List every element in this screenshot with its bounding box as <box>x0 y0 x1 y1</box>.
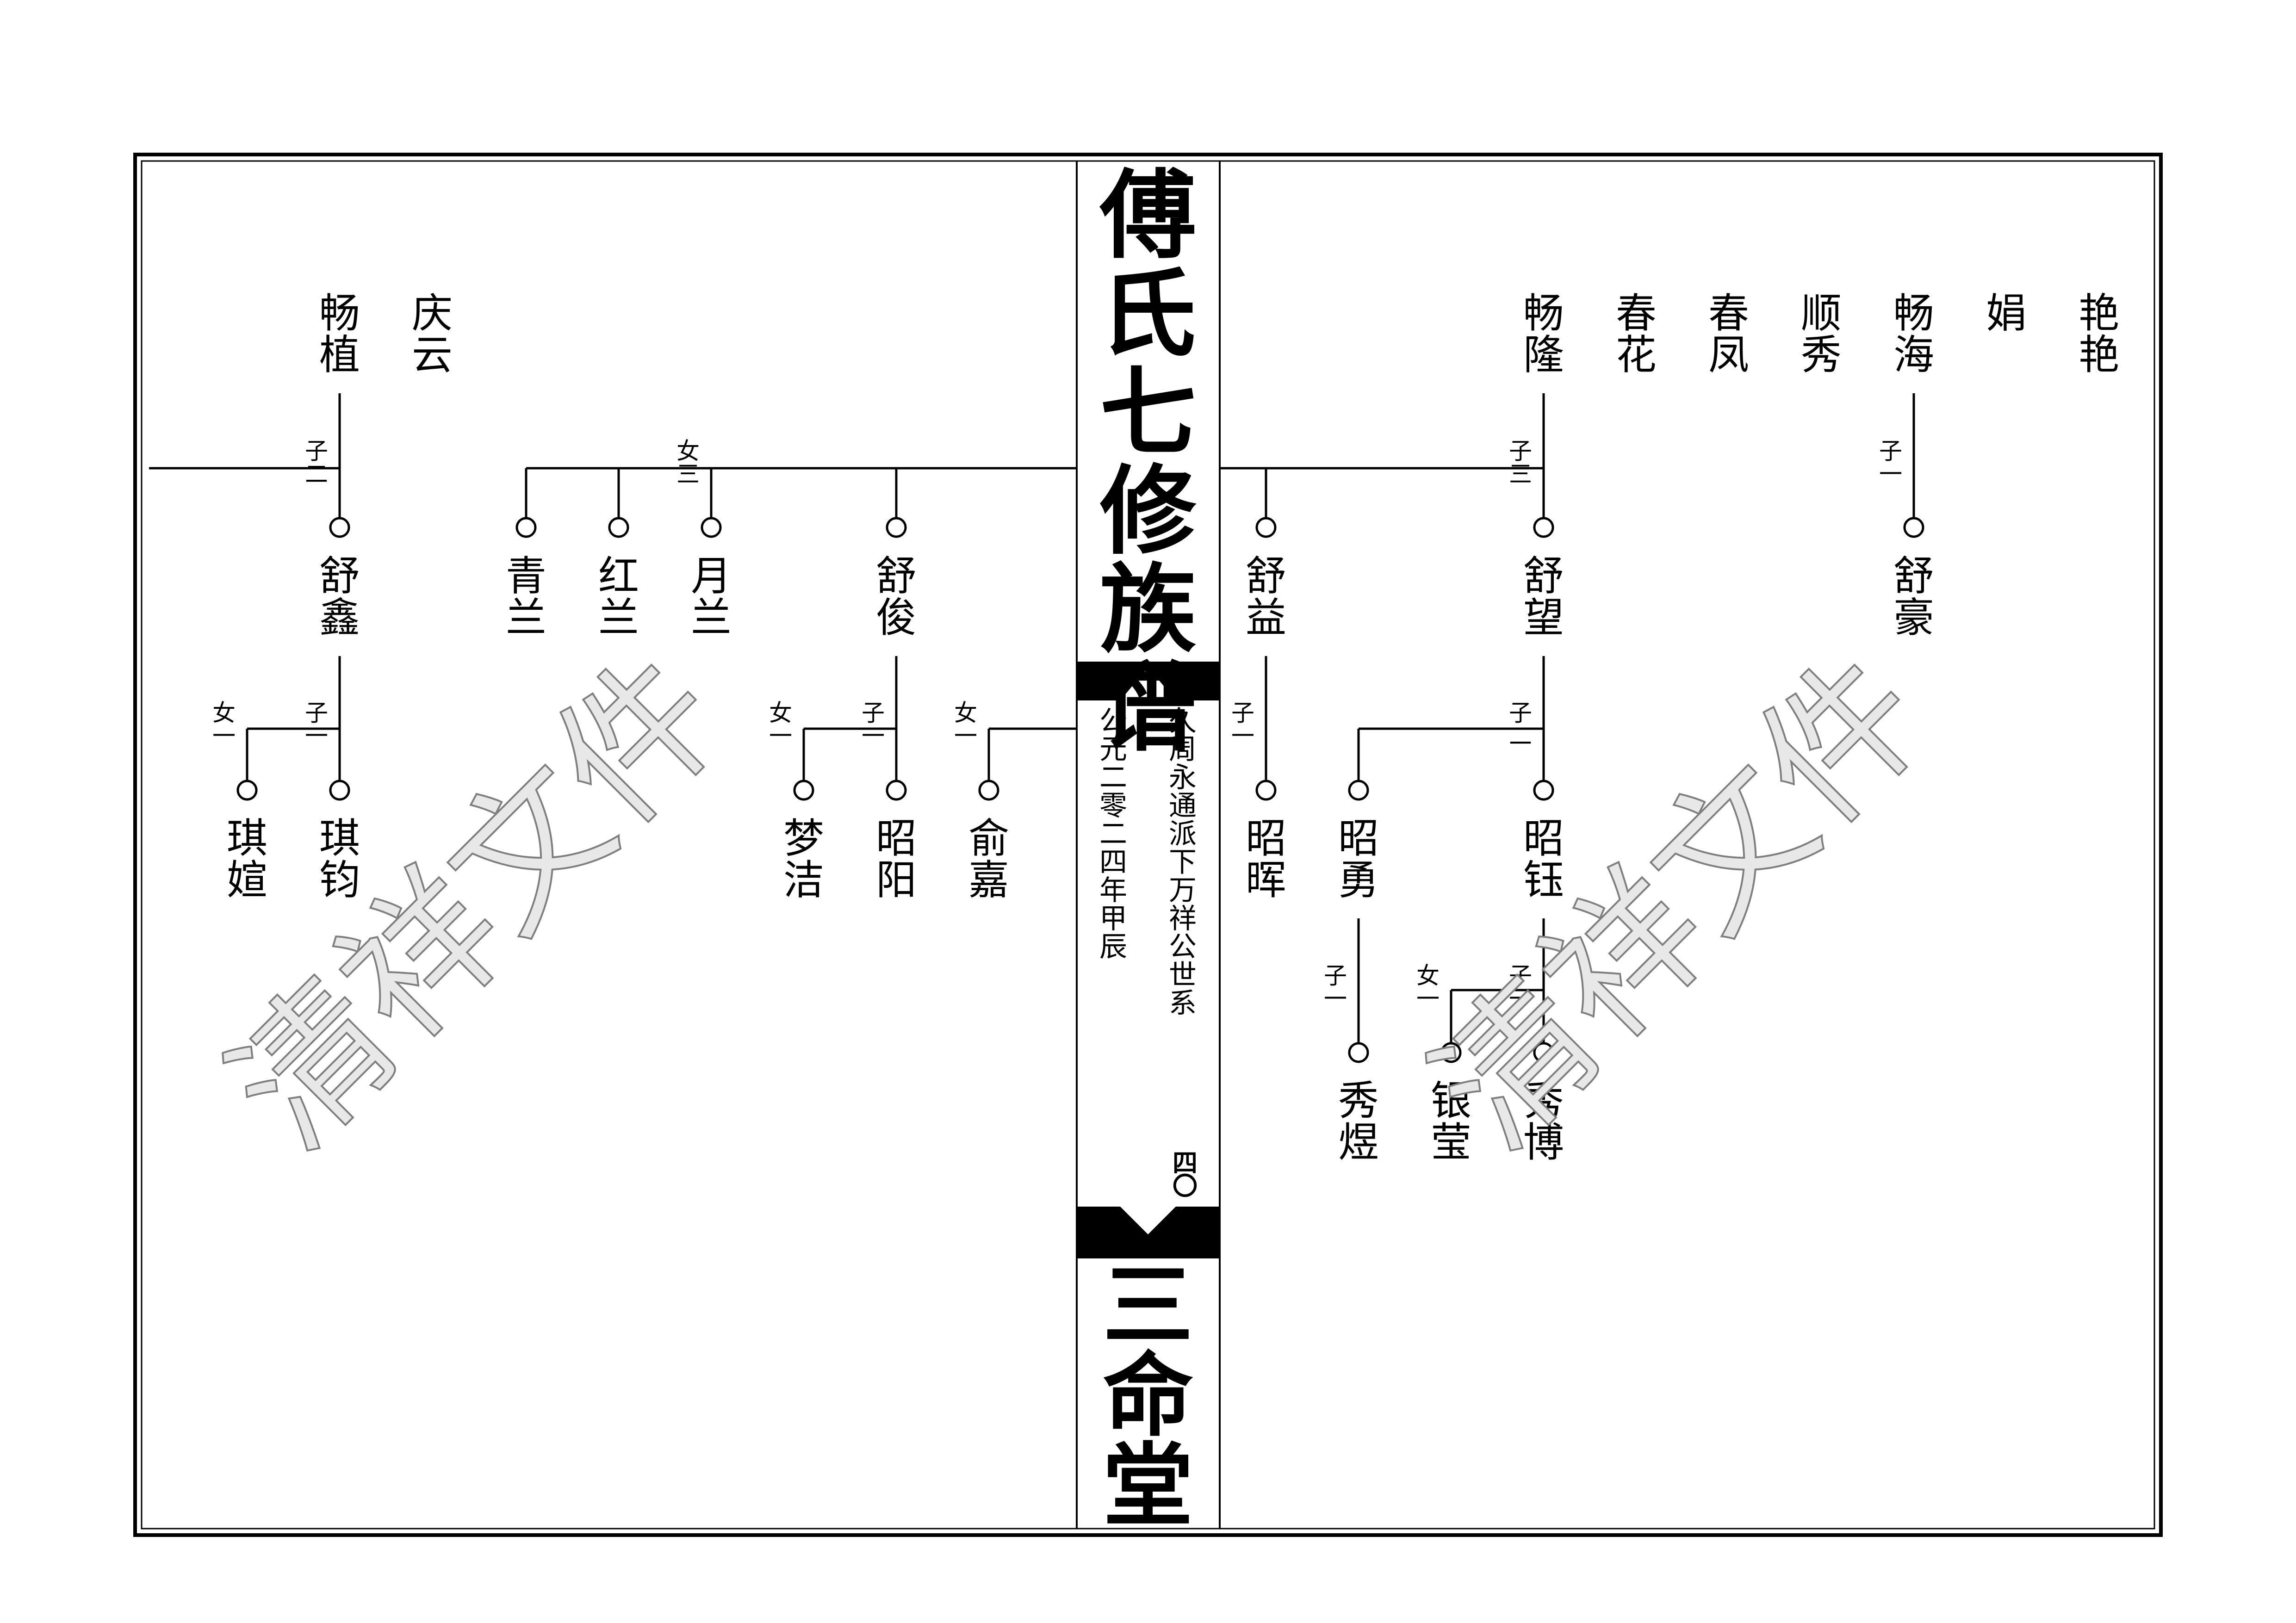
name-yuelan: 月兰 <box>691 552 732 641</box>
count-hao-son: 子一 <box>1879 438 1902 488</box>
name-shunxiu: 顺秀 <box>1801 289 1842 378</box>
spine <box>1076 161 1221 1529</box>
name-zhaoyang: 昭阳 <box>876 814 917 904</box>
marker-yuelan <box>701 517 722 538</box>
marker-shuyi <box>1255 517 1277 538</box>
name-shujun: 舒俊 <box>876 552 917 641</box>
count-wang-sons: 子三 <box>1509 438 1532 488</box>
marker-yujia <box>978 780 999 801</box>
marker-shujun <box>886 517 907 538</box>
person-markers <box>236 517 1924 1063</box>
count-xiuyu-son: 子一 <box>1324 962 1347 1012</box>
name-qinglan: 青兰 <box>506 552 546 641</box>
name-zhaoyu: 昭钰 <box>1523 814 1564 904</box>
spine-date: 公元二零二四年甲辰 <box>1099 705 1127 963</box>
name-juan: 娟 <box>1986 289 2027 337</box>
marker-mengjie <box>793 780 814 801</box>
inner-border <box>141 160 2155 1530</box>
name-chunfeng: 春凤 <box>1708 289 1749 378</box>
marker-zhaoyong <box>1348 780 1369 801</box>
count-zhao-son: 子一 <box>862 700 885 750</box>
name-mengjie: 梦洁 <box>783 814 824 904</box>
name-shuxin: 舒鑫 <box>319 552 360 641</box>
marker-shuwang <box>1533 517 1554 538</box>
count-ying-daughter: 女一 <box>1416 962 1440 1012</box>
count-meng-daughter: 女一 <box>769 700 792 750</box>
count-shuxin-sons: 子二 <box>305 438 328 488</box>
marker-qixuan <box>236 780 258 801</box>
count-hui-son: 子一 <box>1231 700 1254 750</box>
spine-subtitle: 久周永通派下万祥公世系 <box>1169 705 1197 1020</box>
marker-honglan <box>608 517 629 538</box>
name-shuwang: 舒望 <box>1523 552 1564 641</box>
count-daughters-three: 女三 <box>676 438 700 488</box>
name-chunhua: 春花 <box>1616 289 1657 378</box>
name-zhaohui: 昭晖 <box>1246 814 1286 904</box>
name-honglan: 红兰 <box>598 552 639 641</box>
marker-zhaohui <box>1255 780 1277 801</box>
name-qixuan: 琪媗 <box>227 814 267 904</box>
spine-page-number: 四〇 <box>1173 1148 1198 1201</box>
count-bo-son: 子一 <box>1509 962 1532 1012</box>
count-yu-sons: 子二 <box>1509 700 1532 750</box>
marker-shuhao <box>1903 517 1924 538</box>
name-xiuyu: 秀煜 <box>1338 1077 1379 1166</box>
count-qi-daughter: 女一 <box>212 700 236 750</box>
name-yinying: 银莹 <box>1431 1077 1471 1166</box>
watermark-left: 清祥文件 <box>198 624 756 1181</box>
marker-xiubo <box>1533 1042 1554 1063</box>
marker-shuxin <box>329 517 350 538</box>
marker-yinying <box>1440 1042 1462 1063</box>
watermark-right: 清祥文件 <box>1401 624 1959 1181</box>
name-yanyan: 艳艳 <box>2079 289 2119 378</box>
spine-bottom-fishtail <box>1077 1207 1220 1258</box>
name-zhaoyong: 昭勇 <box>1338 814 1379 904</box>
name-xiubo: 秀博 <box>1523 1077 1564 1166</box>
outer-border <box>133 153 2163 1537</box>
name-shuhao: 舒豪 <box>1893 552 1934 641</box>
marker-zhaoyang <box>886 780 907 801</box>
name-changlong: 畅隆 <box>1523 289 1564 378</box>
spine-title: 傅氏七修族谱 <box>1099 159 1197 765</box>
name-qingyun: 庆云 <box>412 289 453 378</box>
marker-xiuyu <box>1348 1042 1369 1063</box>
count-yu-daughter: 女一 <box>954 700 977 750</box>
spine-hall-name: 三命堂 <box>1103 1252 1193 1539</box>
name-yujia: 俞嘉 <box>968 814 1009 904</box>
count-qi-son: 子一 <box>305 700 328 750</box>
marker-qinglan <box>515 517 537 538</box>
name-shuyi: 舒益 <box>1246 552 1286 641</box>
tree-lines <box>149 393 1915 1043</box>
marker-zhaoyu <box>1533 780 1554 801</box>
name-qijun: 琪钧 <box>319 814 360 904</box>
name-changhai: 畅海 <box>1893 289 1934 378</box>
marker-qijun <box>329 780 350 801</box>
spine-top-fishtail <box>1077 662 1220 700</box>
name-changzhi: 畅植 <box>319 289 360 378</box>
